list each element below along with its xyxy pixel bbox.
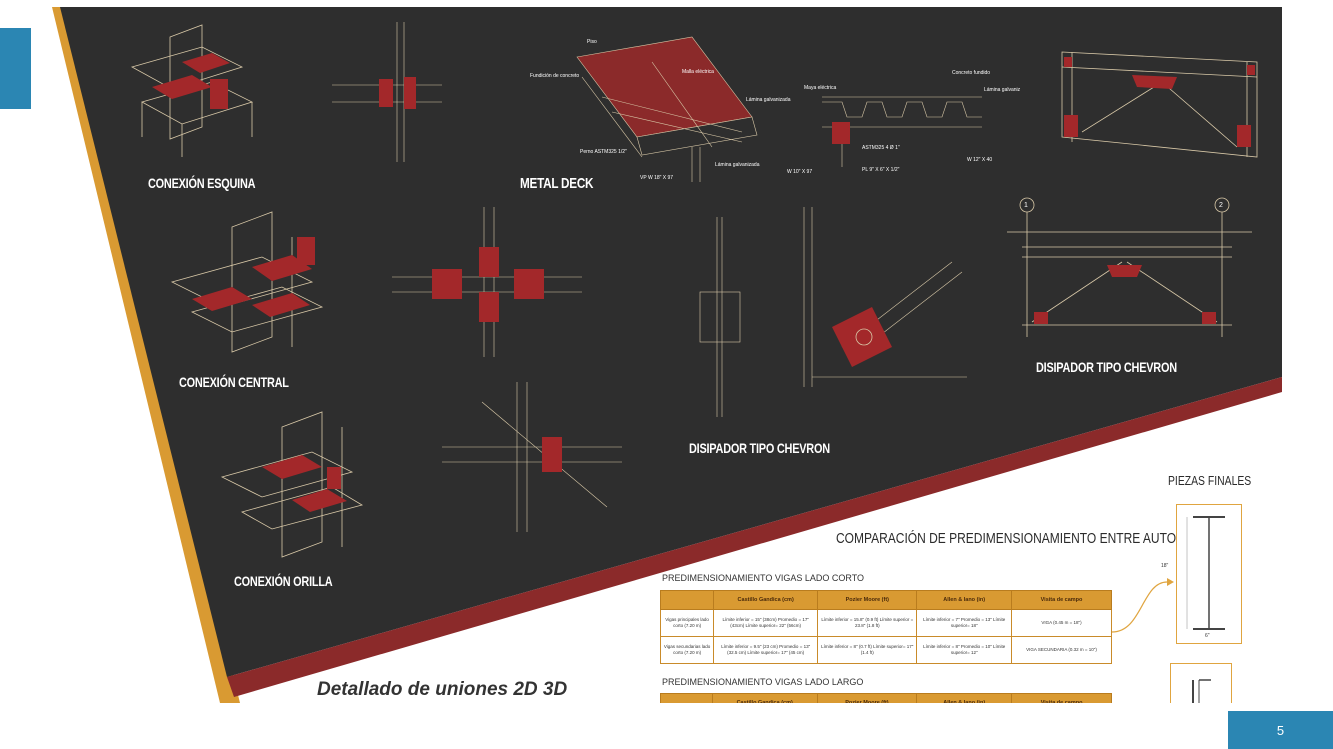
piece-i-beam: 18" 6" <box>1161 504 1242 644</box>
table-cell: VIGA (0.45 m = 18") <box>1011 609 1112 637</box>
piece-dim-h: 18" <box>1161 563 1169 569</box>
table-cell: Límite inferior = 15" (38cm) Promedio = … <box>713 609 819 637</box>
table-row: Vigas secundarias lado corto (7.20 m) Lí… <box>659 636 1112 664</box>
caption: Detallado de uniones 2D 3D <box>317 679 568 700</box>
poster-image: CONEXIÓN ESQUINA METAL DECK CONEXIÓN CEN… <box>52 7 1282 703</box>
deck-concreto: Concreto fundido <box>952 70 991 76</box>
label-conexion-orilla: CONEXIÓN ORILLA <box>234 573 333 589</box>
table-row: Vigas principales lado corto (7.20 m) Lí… <box>659 609 1112 637</box>
table-cell: Límite inferior = 8" (0.7 ft) Límite sup… <box>817 636 918 664</box>
table-cell: Límite inferior = 9.5" (23 cm) Promedio … <box>713 636 819 664</box>
t-beam-drawing <box>1192 679 1211 703</box>
table-cell: Límite inferior = 7" Promedio = 13" Lími… <box>916 609 1012 637</box>
label-piezas-finales: PIEZAS FINALES <box>1168 473 1252 488</box>
table-header-cell: Castillo Gandica (cm) <box>713 590 819 610</box>
label-disipador-chevron-center: DISIPADOR TIPO CHEVRON <box>689 440 830 456</box>
deck-w12: W 12" X 40 <box>967 157 993 163</box>
table-header-row: Castillo Gandica (cm) Pozier Moore (ft) … <box>660 693 1112 703</box>
axis-1: 1 <box>1024 202 1028 209</box>
page-number: 5 <box>1228 711 1333 749</box>
label-conexion-central: CONEXIÓN CENTRAL <box>179 374 289 390</box>
deck-piso: Piso <box>587 39 597 45</box>
i-beam-drawing <box>1186 516 1225 630</box>
piece-t-beam <box>1170 663 1232 703</box>
deck-perno: Perno ASTM325 1/2" <box>580 149 627 155</box>
table-cell: Límite inferior = 8" Promedio = 10" Lími… <box>916 636 1012 664</box>
table-header-cell: Allen & Iano (in) <box>916 693 1013 703</box>
piece-dim-w: 6" <box>1205 633 1210 639</box>
table-header-cell: Visita de campo <box>1011 693 1112 703</box>
table-header-cell: Pozier Moore (ft) <box>816 693 918 703</box>
label-metal-deck: METAL DECK <box>520 175 594 192</box>
table-short-title: PREDIMENSIONAMIENTO VIGAS LADO CORTO <box>662 573 865 583</box>
table-cell: Vigas secundarias lado corto (7.20 m) <box>659 636 715 664</box>
table-cell: VIGA SECUNDARIA (0.32 m = 10") <box>1011 636 1112 664</box>
poster-background <box>52 7 1282 703</box>
table-long-title: PREDIMENSIONAMIENTO VIGAS LADO LARGO <box>662 677 864 687</box>
label-disipador-chevron-right: DISIPADOR TIPO CHEVRON <box>1036 359 1177 375</box>
table-header-cell <box>659 590 715 610</box>
table-long: Castillo Gandica (cm) Pozier Moore (ft) … <box>660 693 1112 703</box>
table-header-cell: Allen & Iano (in) <box>916 590 1012 610</box>
table-header-row: Castillo Gandica (cm) Pozier Moore (ft) … <box>659 590 1112 610</box>
label-conexion-esquina: CONEXIÓN ESQUINA <box>148 175 256 191</box>
deck-malla: Malla eléctrica <box>682 69 714 75</box>
slide-accent-bar <box>0 28 31 109</box>
table-cell: Límite inferior = 15.8" (0.9 ft) Límite … <box>817 609 918 637</box>
deck-pl: PL 9" X 6" X 1/2" <box>862 167 900 173</box>
deck-malla2: Maya eléctrica <box>804 85 837 91</box>
deck-w10: W 10" X 97 <box>787 169 813 175</box>
axis-2: 2 <box>1219 202 1223 209</box>
deck-lamina3: Lámina galvaniz <box>984 87 1021 93</box>
deck-fundicion: Fundición de concreto <box>530 73 580 79</box>
table-header-cell: Pozier Moore (ft) <box>817 590 918 610</box>
deck-lamina: Lámina galvanizada <box>746 97 791 103</box>
table-short: Castillo Gandica (cm) Pozier Moore (ft) … <box>659 590 1112 664</box>
table-header-cell <box>660 693 713 703</box>
deck-astm: ASTM325 4 Ø 1" <box>862 145 900 151</box>
table-cell: Vigas principales lado corto (7.20 m) <box>659 609 715 637</box>
table-header-cell: Castillo Gandica (cm) <box>711 693 818 703</box>
deck-vp: VP W 18" X 97 <box>640 175 674 181</box>
deck-lamina2: Lámina galvanizada <box>715 162 760 168</box>
label-comparacion: COMPARACIÓN DE PREDIMENSIONAMIENTO ENTRE… <box>836 530 1201 547</box>
table-header-cell: Visita de campo <box>1011 590 1112 610</box>
